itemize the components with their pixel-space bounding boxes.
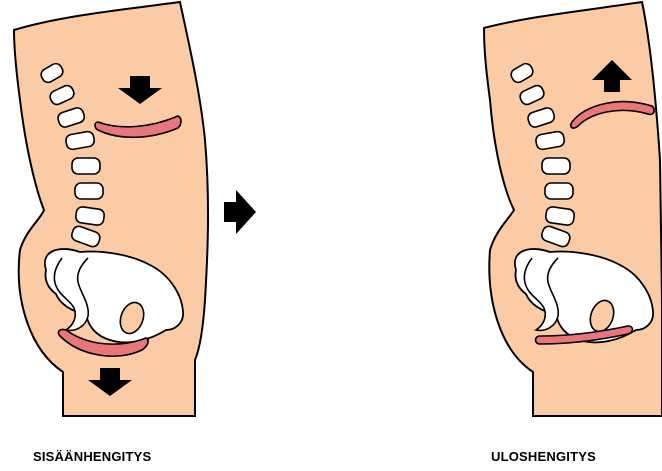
exhale-torso — [484, 2, 662, 416]
inhale-torso — [14, 2, 208, 416]
exhale-body-outline — [484, 2, 662, 416]
vertebra — [75, 183, 103, 199]
vertebra — [545, 206, 575, 226]
exhale-caption: ULOSHENGITYS — [491, 449, 596, 464]
vertebra — [72, 158, 100, 174]
arrow-right-icon — [224, 190, 256, 234]
vertebra — [545, 183, 573, 199]
vertebra — [542, 158, 570, 174]
inhale-caption: SISÄÄNHENGITYS — [33, 449, 151, 464]
vertebra — [75, 206, 105, 226]
